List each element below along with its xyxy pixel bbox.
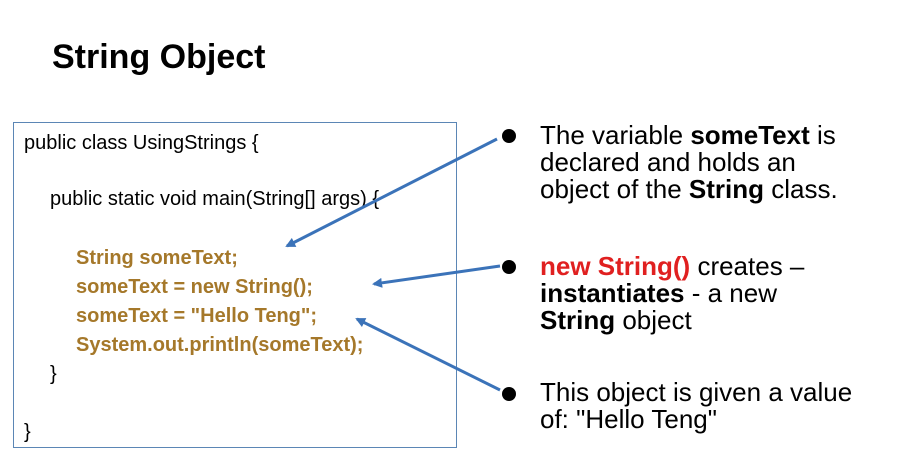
code-line-instantiate: someText = new String(); <box>76 276 313 298</box>
bullet-2-class-name: String <box>540 305 616 335</box>
bullet-dot-1 <box>502 129 516 143</box>
bullet-3-line-2: of: "Hello Teng" <box>540 404 717 434</box>
bullet-2-text: - a new <box>684 278 777 308</box>
code-line-println: System.out.println(someText); <box>76 334 364 356</box>
bullet-2-text: object <box>615 305 692 335</box>
code-line-close-class: } <box>24 421 31 443</box>
code-line-declare-variable: String someText; <box>76 247 238 269</box>
bullet-1-line-2: declared and holds an <box>540 147 796 177</box>
bullet-3-line-1: This object is given a value <box>540 377 853 407</box>
bullet-1-class-name: String <box>688 174 764 204</box>
bullet-2-constructor: new String() <box>540 251 691 281</box>
bullet-dot-3 <box>502 387 516 401</box>
bullet-text-2: new String() creates – instantiates - a … <box>540 253 804 334</box>
bullet-2-line-1: new String() creates – <box>540 253 804 280</box>
code-line-assign-value: someText = "Hello Teng"; <box>76 305 318 327</box>
code-line-main-method: public static void main(String[] args) { <box>50 188 380 210</box>
bullet-2-text: creates – <box>690 251 805 281</box>
code-line-class-declaration: public class UsingStrings { <box>24 132 259 154</box>
bullet-1-line-1: The variable someText is <box>540 122 838 149</box>
bullet-1-line-3: object of the String class. <box>540 176 838 203</box>
bullet-1-text: class. <box>764 174 838 204</box>
bullet-2-line-3: String object <box>540 307 804 334</box>
bullet-1-text: is <box>809 120 836 150</box>
bullet-dot-2 <box>502 260 516 274</box>
bullet-text-3: This object is given a value of: "Hello … <box>540 379 852 433</box>
bullet-2-line-2: instantiates - a new <box>540 280 804 307</box>
code-line-close-main: } <box>50 363 57 385</box>
bullet-text-1: The variable someText is declared and ho… <box>540 122 838 203</box>
bullet-1-text: object of the <box>540 174 689 204</box>
bullet-1-variable-name: someText <box>690 120 810 150</box>
bullet-1-text: The variable <box>540 120 691 150</box>
bullet-2-keyword: instantiates <box>540 278 685 308</box>
slide-title: String Object <box>52 38 266 76</box>
